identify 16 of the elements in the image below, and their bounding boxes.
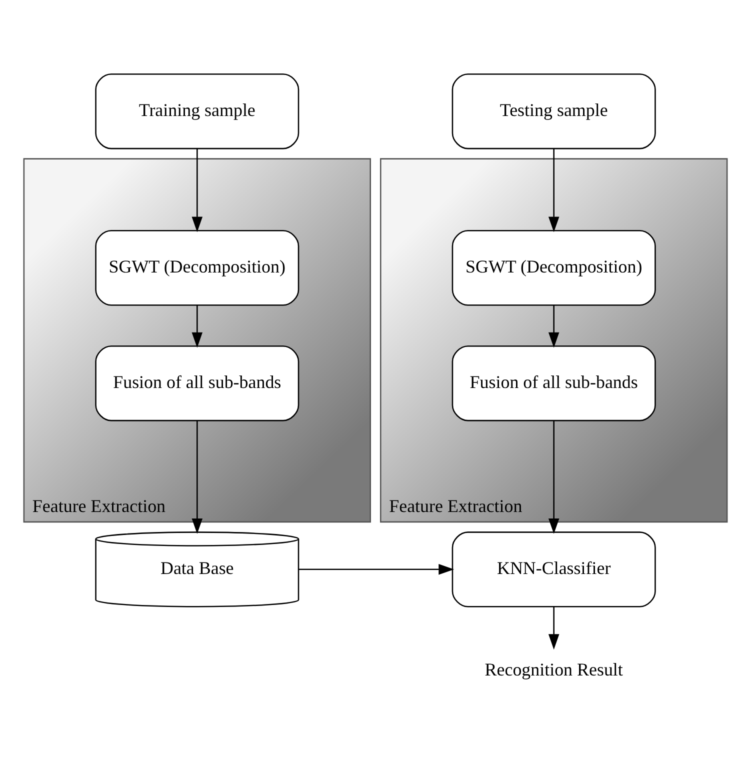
node-box: Fusion of all sub-bands	[95, 345, 300, 421]
arrow	[192, 148, 203, 232]
arrow	[192, 420, 203, 534]
arrow	[548, 148, 560, 232]
arrow	[548, 420, 560, 534]
arrow	[548, 606, 560, 650]
arrow	[298, 564, 454, 574]
node-box: Testing sample	[452, 72, 656, 149]
node-box: SGWT (Decomposition)	[95, 230, 300, 306]
arrow	[192, 305, 203, 348]
node-box: KNN-Classifier	[452, 531, 656, 607]
node-box: SGWT (Decomposition)	[452, 230, 656, 306]
arrow	[548, 305, 560, 348]
node-box: Training sample	[95, 72, 300, 149]
node-box: Fusion of all sub-bands	[452, 345, 656, 421]
node-text: Recognition Result	[484, 659, 623, 680]
